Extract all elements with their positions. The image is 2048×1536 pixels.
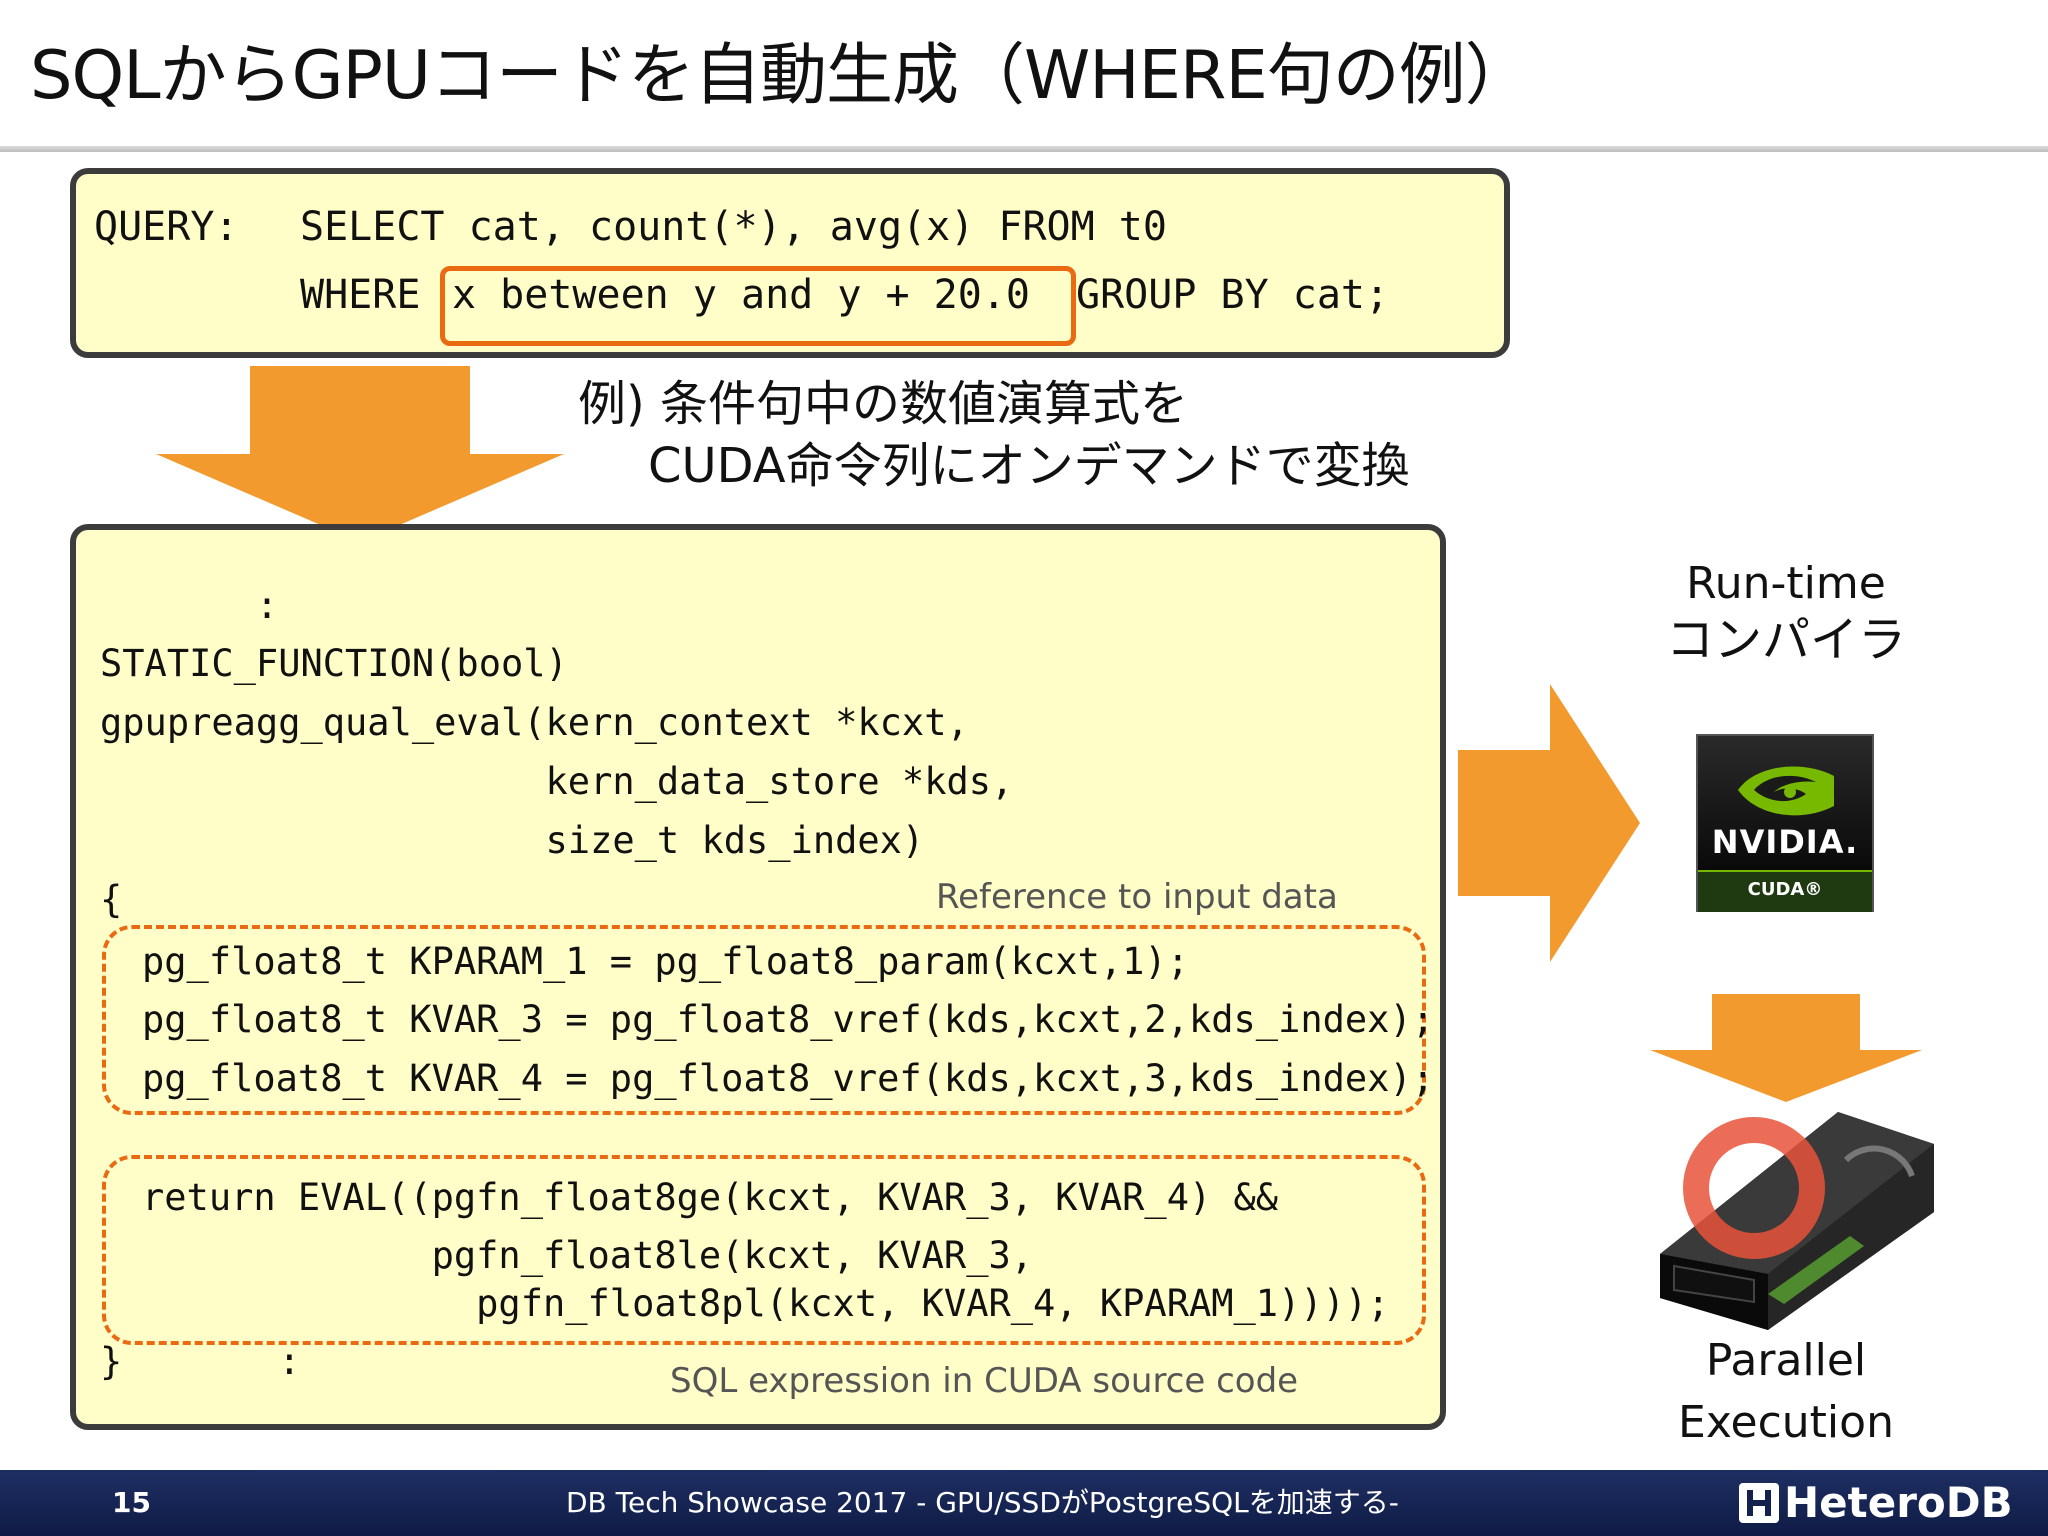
heterodb-logo: HeteroDB [1738,1478,2038,1528]
heterodb-logo-icon [1739,1483,1779,1523]
input-reference-box [102,925,1426,1115]
nvidia-cuda-badge: NVIDIA. CUDA® [1696,734,1874,912]
title-divider [0,146,2048,152]
code-line: return EVAL((pgfn_float8ge(kcxt, KVAR_3,… [142,1176,1279,1219]
slide-title: SQLからGPUコードを自動生成（WHERE句の例） [30,36,1532,114]
query-select-line: SELECT cat, count(*), avg(x) FROM t0 [300,204,1167,250]
right-arrow-icon [1458,684,1640,962]
expression-note: SQL expression in CUDA source code [670,1361,1299,1401]
code-line: pgfn_float8pl(kcxt, KVAR_4, KPARAM_1))))… [142,1282,1390,1325]
query-where-keyword: WHERE [300,272,421,318]
code-line: } : [100,1340,301,1383]
reference-note: Reference to input data [936,877,1338,917]
cuda-strip [1698,870,1872,912]
code-line: kern_data_store *kds, [100,760,1014,803]
code-line: pg_float8_t KVAR_3 = pg_float8_vref(kds,… [142,998,1435,1041]
code-line: pgfn_float8le(kcxt, KVAR_3, [142,1234,1034,1277]
footer-title: DB Tech Showcase 2017 - GPU/SSDがPostgreS… [566,1486,1399,1519]
compiler-label-line-1: Run-time [1686,558,1886,609]
page-number: 15 [112,1486,151,1519]
footer-bar: 15 DB Tech Showcase 2017 - GPU/SSDがPostg… [0,1470,2048,1536]
sql-expression-box [102,1155,1426,1345]
code-line: pg_float8_t KPARAM_1 = pg_float8_param(k… [142,940,1189,983]
exec-label-line-1: Parallel [1705,1335,1867,1386]
code-line: STATIC_FUNCTION(bool) [100,642,568,685]
caption-line-2: CUDA命令列にオンデマンドで変換 [648,438,1410,494]
cuda-label: CUDA® [1747,879,1823,900]
query-label: QUERY: [94,204,239,250]
caption-line-1: 例) 条件句中の数値演算式を [578,376,1188,432]
exec-label-line-2: Execution [1678,1397,1894,1448]
down-arrow-icon [1650,994,1922,1102]
code-line: gpupreagg_qual_eval(kern_context *kcxt, [100,701,969,744]
heterodb-logo-text: HeteroDB [1784,1478,2013,1527]
gpu-card-icon [1660,1112,1934,1330]
nvidia-brand-text: NVIDIA. [1711,823,1859,861]
code-line: : [100,584,279,627]
compiler-label-line-2: コンパイラ [1665,612,1906,668]
code-line: size_t kds_index) [100,819,925,862]
cuda-code-panel: : STATIC_FUNCTION(bool) gpupreagg_qual_e… [70,524,1446,1430]
where-expression-highlight [440,266,1076,346]
code-line: { [100,878,123,921]
query-group-by: GROUP BY cat; [1076,272,1390,318]
query-panel: QUERY: SELECT cat, count(*), avg(x) FROM… [70,168,1510,358]
query-where-expression: x between y and y + 20.0 [452,272,1030,318]
nvidia-eye-icon [1738,766,1834,816]
code-line: pg_float8_t KVAR_4 = pg_float8_vref(kds,… [142,1057,1435,1100]
down-arrow-icon [156,366,564,542]
